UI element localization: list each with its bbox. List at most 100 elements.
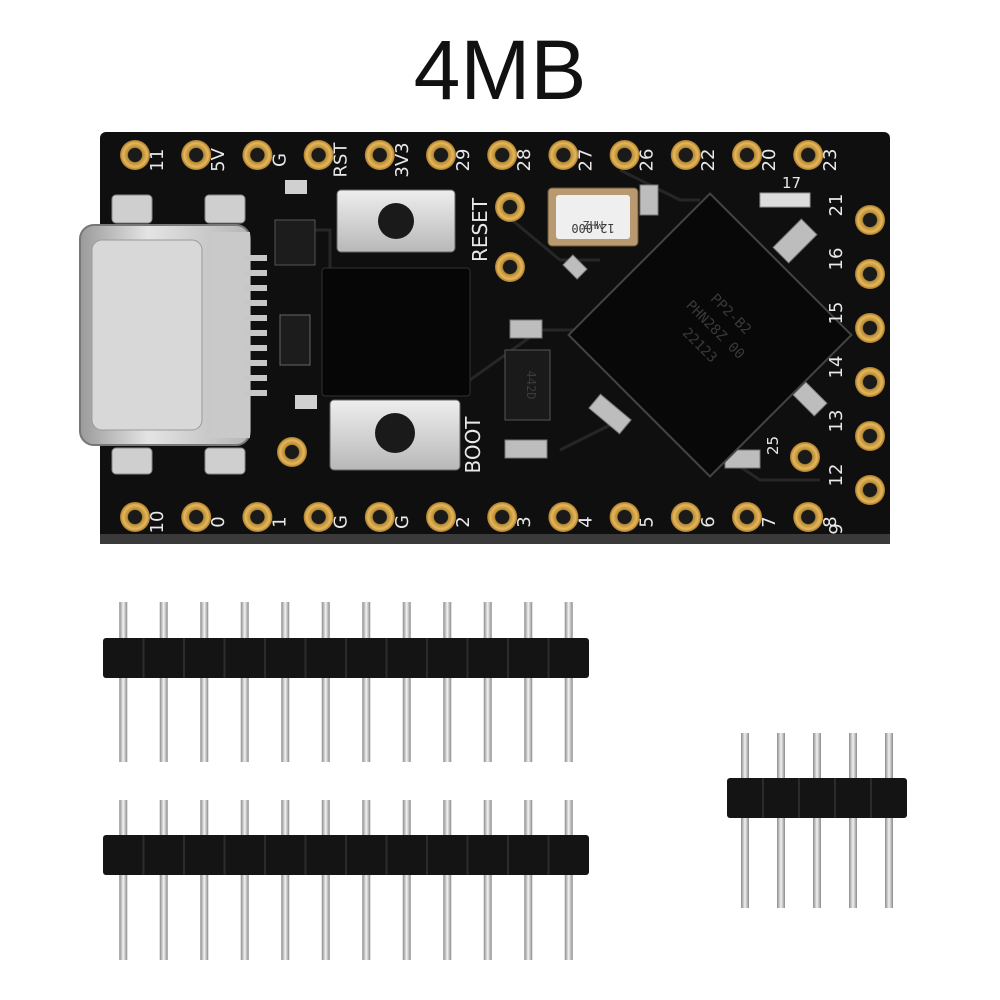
right-pin-pad bbox=[855, 205, 885, 235]
header-divider bbox=[466, 835, 469, 875]
smd-components bbox=[274, 180, 828, 469]
top-pin-label: 20 bbox=[759, 149, 780, 172]
header-divider bbox=[385, 835, 388, 875]
right-pin-pad bbox=[855, 259, 885, 289]
bottom-pin-pad bbox=[120, 502, 150, 532]
top-pin-label: 29 bbox=[453, 149, 474, 172]
header-divider bbox=[223, 835, 226, 875]
header-divider bbox=[385, 638, 388, 678]
bottom-pin-label: G bbox=[392, 515, 413, 529]
top-pin-pad bbox=[487, 140, 518, 170]
crystal-oscillator: 12.000 MHZ bbox=[547, 187, 639, 247]
header-pin bbox=[564, 602, 573, 762]
bottom-pin-pad bbox=[181, 502, 212, 532]
header-pin bbox=[885, 733, 893, 908]
header-pin bbox=[119, 602, 128, 762]
bottom-pin-pad bbox=[242, 502, 273, 532]
header-pin bbox=[443, 602, 452, 762]
header-pin bbox=[443, 800, 452, 960]
bottom-pin-pad bbox=[487, 502, 518, 532]
header-divider bbox=[762, 778, 764, 818]
right-pin-pad bbox=[855, 313, 885, 343]
crystal-line-2: MHZ bbox=[583, 218, 603, 231]
header-divider bbox=[834, 778, 836, 818]
header-pin bbox=[362, 800, 371, 960]
bottom-pin-pad bbox=[732, 502, 762, 532]
top-pin-pad bbox=[181, 140, 212, 170]
title: 4MB bbox=[413, 23, 587, 117]
bottom-pin-label: 5 bbox=[637, 516, 658, 527]
bottom-pin-label: 3 bbox=[514, 516, 535, 527]
voltage-regulator: 442D bbox=[504, 349, 551, 421]
header-pin bbox=[564, 800, 573, 960]
top-pin-label: 23 bbox=[820, 149, 841, 172]
bottom-pin-label: G bbox=[331, 515, 352, 529]
top-pin-pad bbox=[303, 140, 334, 170]
header-divider bbox=[142, 638, 145, 678]
header-body bbox=[727, 778, 907, 818]
extra-pad bbox=[495, 192, 525, 222]
header-divider bbox=[466, 638, 469, 678]
header-pin bbox=[321, 800, 330, 960]
usb-c-connector bbox=[79, 194, 267, 475]
header-pin bbox=[200, 800, 209, 960]
right-pin-label: 13 bbox=[826, 410, 847, 433]
bottom-pin-label: 4 bbox=[575, 516, 596, 527]
extra-pad bbox=[495, 252, 525, 282]
header-divider bbox=[870, 778, 872, 818]
right-pin-pad bbox=[855, 367, 885, 397]
header-pin bbox=[402, 602, 411, 762]
bottom-pin-pad bbox=[670, 502, 701, 532]
header-pin bbox=[240, 800, 249, 960]
header-pin bbox=[483, 800, 492, 960]
crystal-line-1: 12.000 bbox=[571, 221, 614, 235]
top-pin-pad bbox=[732, 140, 762, 170]
top-pin-pad bbox=[242, 140, 273, 170]
header-pin bbox=[281, 800, 290, 960]
right-pin-pad bbox=[855, 421, 885, 451]
top-pin-pad bbox=[609, 140, 640, 170]
top-pin-pad bbox=[120, 140, 150, 170]
top-pin-label: G bbox=[269, 153, 290, 167]
top-pin-label: 5V bbox=[208, 147, 229, 171]
header-divider bbox=[547, 835, 550, 875]
header-divider bbox=[547, 638, 550, 678]
bottom-pin-pad bbox=[609, 502, 640, 532]
right-pin-label: 9 bbox=[826, 523, 847, 534]
header-pin bbox=[362, 602, 371, 762]
boot-button bbox=[329, 399, 461, 471]
header-divider bbox=[345, 835, 347, 875]
header-divider bbox=[183, 638, 185, 678]
flash-chip bbox=[321, 267, 471, 397]
header-divider bbox=[264, 835, 266, 875]
extra-pad bbox=[277, 437, 307, 467]
top-pin-label: 27 bbox=[575, 149, 596, 172]
header-pin bbox=[483, 602, 492, 762]
pin-header-5 bbox=[727, 733, 907, 908]
right-pin-pad bbox=[855, 475, 885, 505]
mcu-chip: PP2-B2 PHN28Z 00 22123 bbox=[567, 192, 853, 478]
top-pin-pad bbox=[670, 140, 701, 170]
boot-label: BOOT bbox=[461, 416, 485, 474]
header-pin bbox=[741, 733, 749, 908]
top-pin-pad bbox=[793, 140, 824, 170]
header-divider bbox=[304, 638, 307, 678]
bottom-pin-pad bbox=[793, 502, 824, 532]
header-divider bbox=[345, 638, 347, 678]
top-pin-label: 28 bbox=[514, 149, 535, 172]
bottom-pin-pad bbox=[364, 502, 395, 532]
pin-header-12-bottom bbox=[103, 800, 589, 960]
top-pin-label: RST bbox=[331, 142, 352, 178]
header-pin bbox=[402, 800, 411, 960]
reset-label: RESET bbox=[468, 197, 492, 262]
pin-header-12-top bbox=[103, 602, 589, 762]
right-pin-label: 14 bbox=[826, 356, 847, 379]
header-divider bbox=[426, 638, 428, 678]
bottom-pin-label: 7 bbox=[759, 516, 780, 527]
header-divider bbox=[304, 835, 307, 875]
bottom-pin-pad bbox=[426, 502, 456, 532]
header-pin bbox=[240, 602, 249, 762]
top-pin-pad bbox=[548, 140, 579, 170]
header-divider bbox=[264, 638, 266, 678]
